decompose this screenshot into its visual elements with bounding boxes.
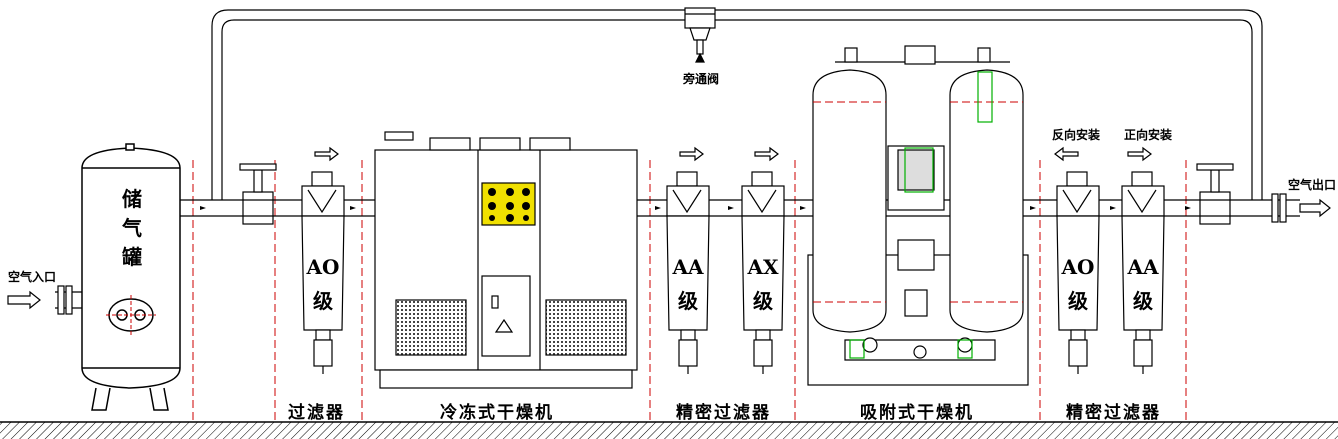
- bypass-valve-label: 旁通阀: [683, 72, 720, 86]
- section-precision-filters-2: 精密过滤器: [1066, 403, 1161, 423]
- section-filter: 过滤器: [288, 403, 345, 423]
- filter-1-grade: AO: [306, 255, 340, 279]
- inlet-flange: [55, 285, 82, 315]
- adsorption-details: [813, 101, 1023, 303]
- filter-5: [1121, 171, 1165, 374]
- filter-2-suffix: 级: [678, 289, 698, 313]
- refrigerated-dryer: [374, 131, 638, 389]
- section-precision-filters-1: 精密过滤器: [676, 403, 771, 423]
- filter-4-grade: AO: [1061, 255, 1095, 279]
- bypass-pipe: [211, 9, 1263, 200]
- filter-5-grade: AA: [1127, 255, 1159, 279]
- tank-char-1: 储: [122, 187, 142, 211]
- inlet-arrow: [7, 290, 41, 310]
- tank-char-3: 罐: [122, 245, 142, 269]
- air-inlet-label: 空气入口: [8, 270, 57, 284]
- control-panel-gauges: [488, 188, 530, 222]
- reverse-install-label: 反向安装: [1052, 128, 1101, 142]
- section-dividers: [192, 160, 1187, 420]
- tank-char-2: 气: [122, 216, 142, 240]
- inlet-valve: [239, 163, 277, 225]
- filter-3-suffix: 级: [753, 289, 773, 313]
- outlet-valve: [1196, 163, 1234, 225]
- storage-tank: [81, 143, 181, 411]
- filter-1: [301, 171, 345, 374]
- air-outlet-label: 空气出口: [1288, 178, 1337, 192]
- filter-2: [666, 171, 710, 374]
- filter-5-suffix: 级: [1133, 289, 1153, 313]
- adsorption-green: [849, 71, 993, 359]
- filter-3: [741, 171, 785, 374]
- bypass-valve: [684, 7, 716, 63]
- section-adsorption-dryer: 吸附式干燥机: [860, 403, 974, 423]
- filter-3-grade: AX: [747, 255, 779, 279]
- adsorption-dryer: [807, 45, 1029, 386]
- section-refrigerated-dryer: 冷冻式干燥机: [440, 403, 554, 423]
- outlet-flange: [1271, 193, 1287, 223]
- flow-arrows: [314, 146, 1152, 162]
- filter-4-suffix: 级: [1068, 289, 1088, 313]
- outlet-arrow: [1299, 198, 1331, 218]
- forward-install-label: 正向安装: [1124, 128, 1173, 142]
- main-pipe: [180, 199, 1300, 217]
- filter-1-suffix: 级: [313, 289, 333, 313]
- ground-hatch: [0, 422, 1338, 439]
- filter-4: [1056, 171, 1100, 374]
- filter-2-grade: AA: [672, 255, 704, 279]
- inline-arrows: [200, 206, 1191, 210]
